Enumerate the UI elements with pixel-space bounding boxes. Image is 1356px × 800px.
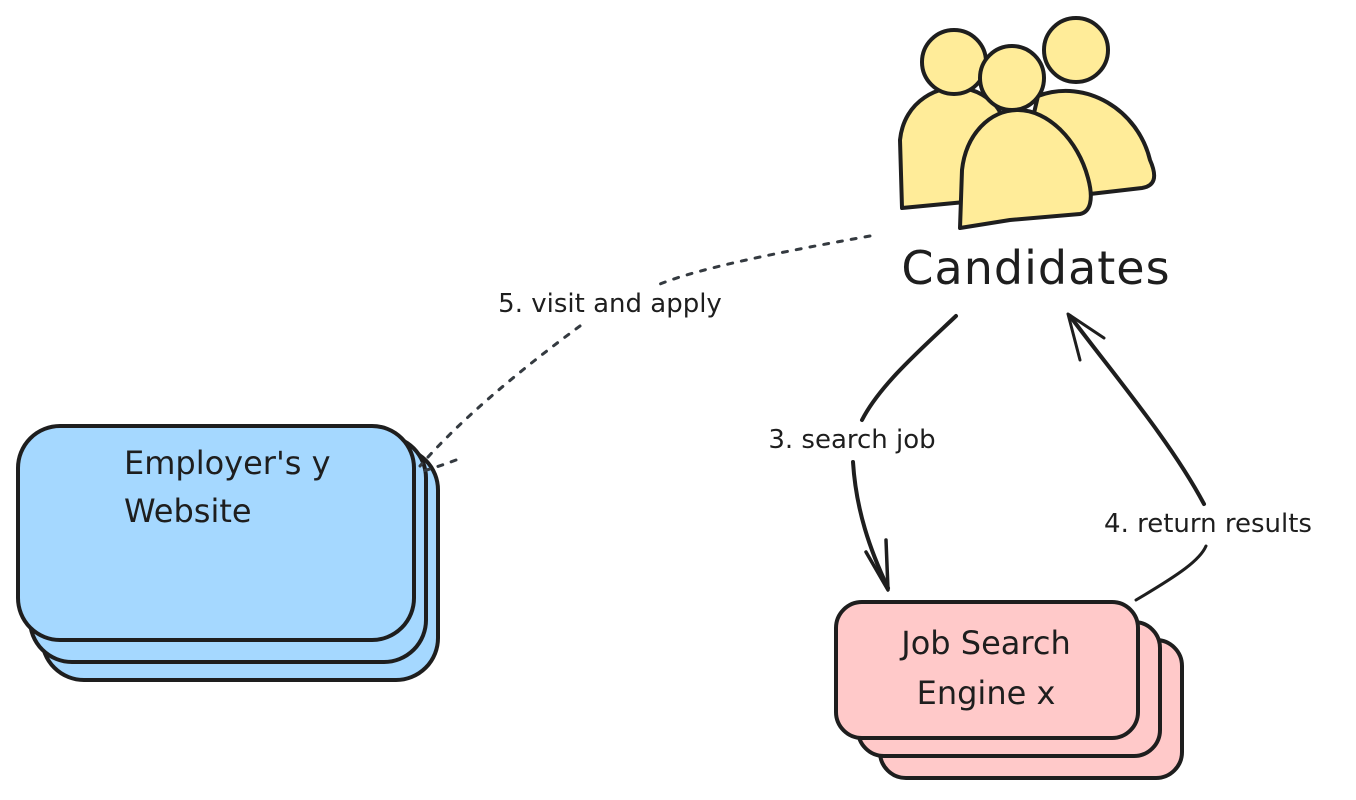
employer-label-line2: Website xyxy=(124,492,252,530)
edge-search-label: 3. search job xyxy=(768,425,935,455)
edge-visit-line-lower-a xyxy=(418,324,582,468)
edge-results-label: 4. return results xyxy=(1104,509,1312,539)
person-front-body xyxy=(958,108,1093,230)
people-group-icon xyxy=(898,16,1157,230)
candidates-label: Candidates xyxy=(901,241,1170,295)
employer-label-line1: Employer's y xyxy=(124,444,331,482)
employer-stack-front xyxy=(16,424,416,642)
person-right-head xyxy=(1042,16,1110,84)
edge-visit-line-upper xyxy=(658,234,872,286)
arrowhead-up-icon xyxy=(1066,312,1106,362)
edge-results-line-lower xyxy=(1134,544,1208,602)
person-front-head xyxy=(978,44,1046,112)
edge-search-line-lower xyxy=(851,460,890,590)
employer-website-node[interactable]: Employer's y Website xyxy=(16,424,440,682)
engine-label-line1: Job Search xyxy=(899,624,1070,662)
edge-visit-label: 5. visit and apply xyxy=(498,289,722,319)
edge-search-line-upper xyxy=(860,314,958,422)
edge-visit-and-apply[interactable]: 5. visit and apply xyxy=(416,234,872,474)
candidates-node[interactable]: Candidates xyxy=(898,16,1171,295)
engine-stack-front xyxy=(834,600,1140,740)
engine-label-line2: Engine x xyxy=(917,674,1056,712)
edge-return-results[interactable]: 4. return results xyxy=(1066,312,1312,602)
person-left-head xyxy=(920,28,988,96)
edge-visit-line-lower-b xyxy=(416,458,458,474)
edge-results-line-upper xyxy=(1068,314,1206,506)
job-search-engine-node[interactable]: Job Search Engine x xyxy=(834,600,1184,780)
edge-search-job[interactable]: 3. search job xyxy=(768,314,958,592)
arrowhead-down-icon xyxy=(864,538,890,592)
